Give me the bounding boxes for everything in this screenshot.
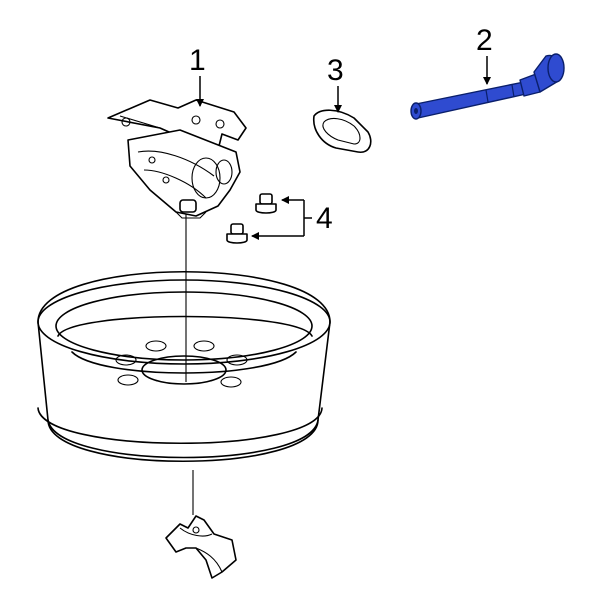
callout-1: 1 (189, 44, 206, 77)
jack-assembly (107, 99, 247, 219)
leader-4 (251, 196, 312, 240)
bolt-lower (226, 223, 248, 244)
bottom-bracket (165, 515, 237, 579)
callout-3: 3 (327, 54, 344, 87)
retainer (312, 109, 372, 153)
bolt-upper (255, 193, 277, 214)
callout-4: 4 (316, 202, 333, 235)
jack-handle (410, 53, 565, 120)
spare-wheel (37, 271, 331, 463)
callout-2: 2 (476, 24, 493, 57)
